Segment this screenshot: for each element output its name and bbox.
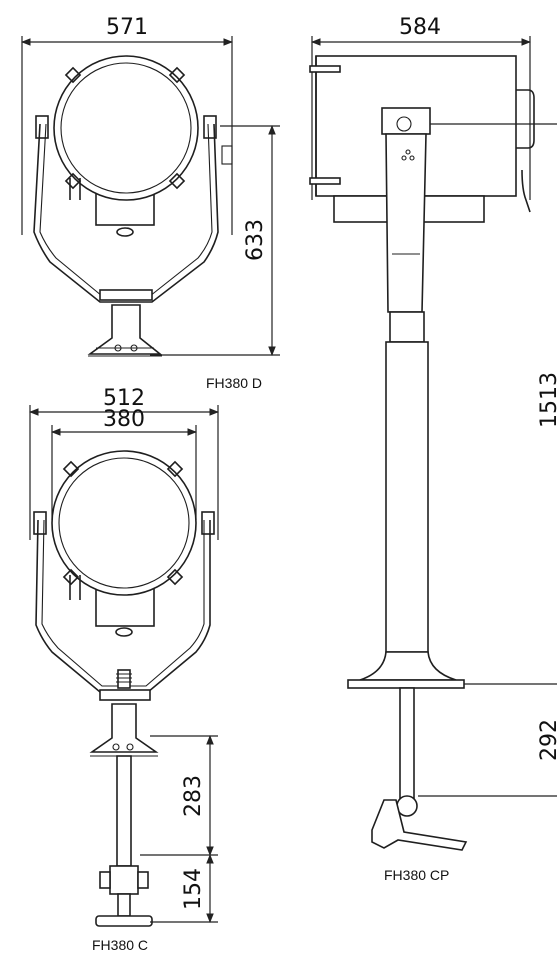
fh380-c-drawing (29, 405, 219, 927)
c-clamp (109, 865, 139, 895)
d-height-label: 633 (243, 219, 268, 261)
d-width-label: 571 (106, 15, 148, 40)
c-lens-inner (58, 457, 190, 589)
fh380-cp-drawing (309, 36, 557, 851)
c-model-label: FH380 C (92, 937, 148, 953)
c-outer-width-label: 512 (103, 386, 145, 411)
c-base-plate (95, 915, 153, 927)
d-pedestal (87, 304, 163, 355)
c-pole-upper-label: 283 (181, 775, 206, 817)
fh380-d-drawing (21, 36, 280, 357)
c-lens-outer (51, 450, 197, 596)
cp-mount-plate (347, 679, 465, 689)
d-lens-outer (53, 55, 199, 201)
cp-model-label: FH380 CP (384, 867, 449, 883)
cp-bracket-head (381, 107, 431, 135)
cp-bracket-label: 292 (537, 719, 557, 761)
c-lens-width-label: 380 (103, 407, 145, 432)
d-lens-inner (60, 62, 192, 194)
c-pole-lower-label: 154 (181, 868, 206, 910)
c-pedestal (89, 703, 159, 753)
cp-pole (385, 341, 429, 653)
cp-lower-rod (399, 687, 415, 799)
d-yoke (33, 123, 219, 303)
d-right-pivot (203, 115, 217, 139)
cp-bracket-arm (385, 133, 427, 313)
cp-pole-flare (359, 651, 457, 681)
cp-foot-clamp (371, 799, 468, 851)
d-model-label: FH380 D (206, 375, 262, 391)
cp-height-label: 1513 (537, 372, 557, 428)
cp-width-label: 584 (399, 15, 441, 40)
c-pole (116, 755, 132, 867)
